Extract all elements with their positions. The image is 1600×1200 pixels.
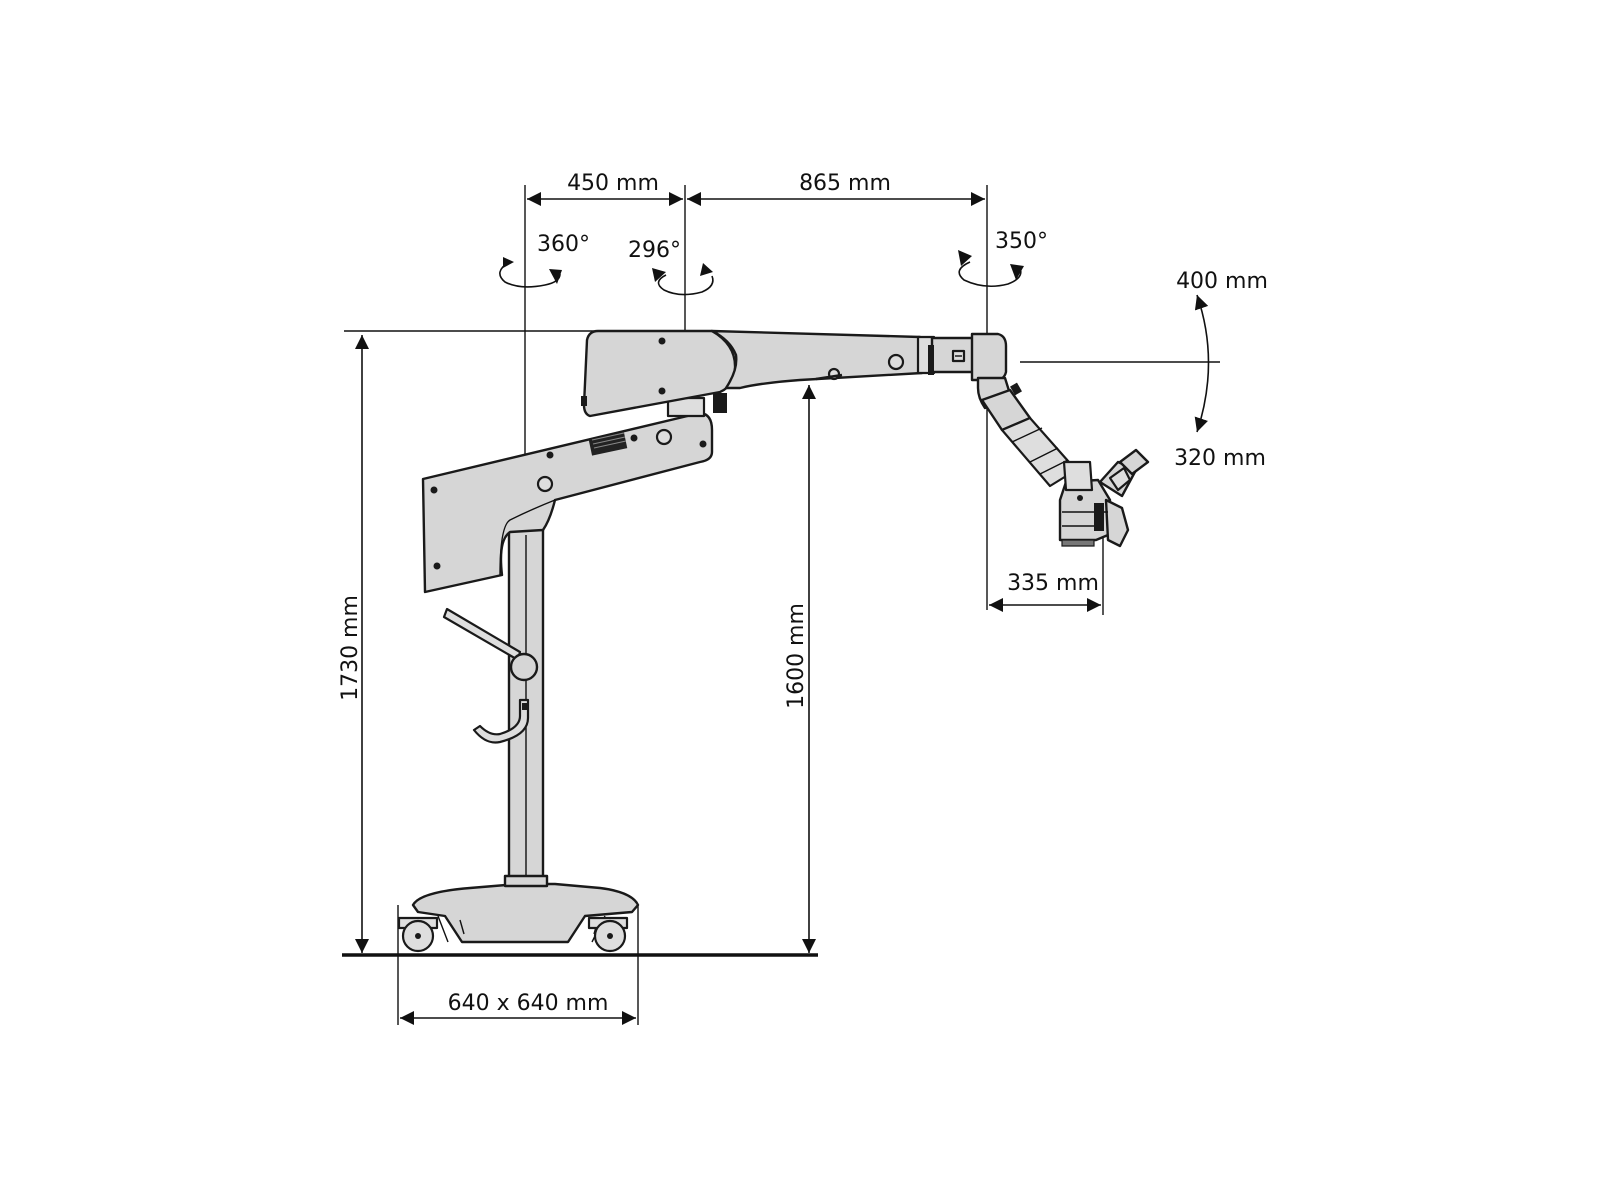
transport-handle	[442, 607, 539, 744]
carrier-arm	[421, 411, 714, 594]
rotation-icon-column	[499, 257, 562, 288]
label-865: 865 mm	[799, 171, 891, 196]
suspension-arm	[710, 329, 976, 390]
rotation-icon-suspension	[958, 250, 1024, 288]
label-450: 450 mm	[567, 171, 659, 196]
label-335: 335 mm	[1007, 571, 1099, 596]
upper-arm-housing	[581, 329, 737, 418]
dimension-lines	[355, 192, 1210, 1025]
suspension-head	[970, 332, 1032, 432]
stand-base	[397, 882, 640, 953]
label-640: 640 x 640 mm	[448, 991, 609, 1016]
label-296: 296°	[628, 238, 681, 263]
microscope-optics	[1058, 448, 1150, 548]
label-360: 360°	[537, 232, 590, 257]
rotation-icon-joint	[652, 263, 714, 296]
label-1730: 1730 mm	[338, 595, 363, 701]
dimension-labels: 450 mm 865 mm 360° 296° 350° 400 mm 320 …	[338, 171, 1268, 1016]
rotation-symbols	[499, 250, 1024, 296]
arm-joint	[666, 393, 727, 418]
label-320: 320 mm	[1174, 446, 1266, 471]
label-400: 400 mm	[1176, 269, 1268, 294]
label-350: 350°	[995, 229, 1048, 254]
label-1600: 1600 mm	[784, 603, 809, 709]
surgical-microscope	[397, 329, 1150, 953]
tilt-arc	[1194, 294, 1210, 433]
